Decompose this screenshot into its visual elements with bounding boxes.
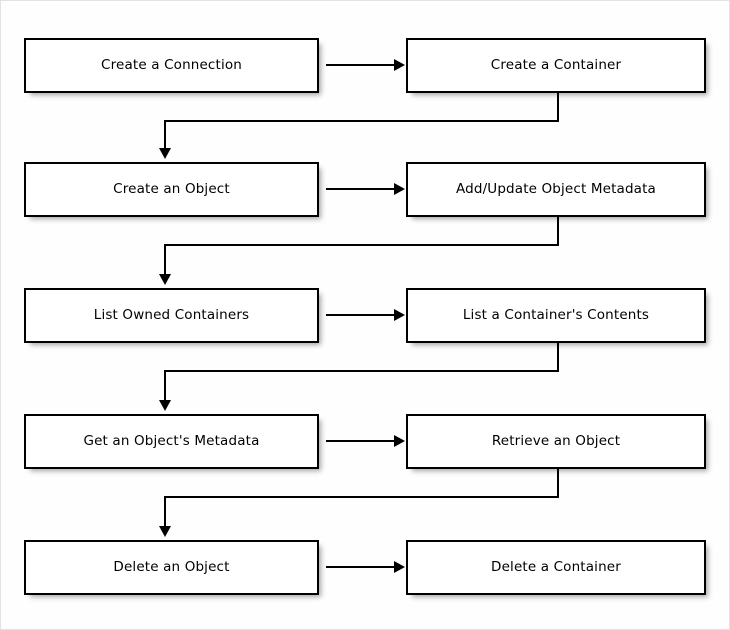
- connector-descend-n3: [164, 120, 166, 148]
- arrowhead-n1-n2: [394, 59, 405, 71]
- connector-descend-n5: [164, 244, 166, 274]
- node-label: List a Container's Contents: [462, 306, 650, 323]
- connector-line-n3-n4: [326, 188, 400, 190]
- node-list-owned-containers[interactable]: List Owned Containers: [24, 288, 319, 343]
- node-create-an-object[interactable]: Create an Object: [24, 162, 319, 217]
- node-create-a-connection[interactable]: Create a Connection: [24, 38, 319, 93]
- arrowhead-n4-n5: [159, 274, 171, 285]
- connector-drop-n6: [557, 343, 559, 372]
- node-label: Create a Connection: [101, 56, 242, 73]
- node-label: Delete a Container: [491, 558, 621, 575]
- arrowhead-n8-n9: [159, 526, 171, 537]
- connector-drop-n8: [557, 469, 559, 498]
- arrowhead-n3-n4: [394, 183, 405, 195]
- arrowhead-n9-n10: [394, 561, 405, 573]
- node-label: List Owned Containers: [93, 306, 250, 323]
- node-create-a-container[interactable]: Create a Container: [406, 38, 706, 93]
- node-label: Add/Update Object Metadata: [456, 180, 656, 197]
- connector-span-n6-n7: [164, 370, 559, 372]
- connector-span-n8-n9: [164, 496, 559, 498]
- connector-line-n1-n2: [326, 64, 400, 66]
- node-label: Create an Object: [113, 180, 230, 197]
- connector-span-n2-n3: [164, 120, 559, 122]
- node-label: Retrieve an Object: [491, 432, 621, 449]
- connector-line-n5-n6: [326, 314, 400, 316]
- arrowhead-n2-n3: [159, 148, 171, 159]
- node-label: Create a Container: [490, 56, 622, 73]
- node-get-an-objects-metadata[interactable]: Get an Object's Metadata: [24, 414, 319, 469]
- node-label: Get an Object's Metadata: [83, 432, 260, 449]
- connector-drop-n2: [557, 93, 559, 122]
- connector-descend-n9: [164, 496, 166, 526]
- node-add-update-object-metadata[interactable]: Add/Update Object Metadata: [406, 162, 706, 217]
- connector-descend-n7: [164, 370, 166, 400]
- arrowhead-n6-n7: [159, 400, 171, 411]
- node-label: Delete an Object: [113, 558, 230, 575]
- node-delete-a-container[interactable]: Delete a Container: [406, 540, 706, 595]
- node-delete-an-object[interactable]: Delete an Object: [24, 540, 319, 595]
- connector-drop-n4: [557, 217, 559, 246]
- arrowhead-n5-n6: [394, 309, 405, 321]
- connector-line-n9-n10: [326, 566, 400, 568]
- node-retrieve-an-object[interactable]: Retrieve an Object: [406, 414, 706, 469]
- arrowhead-n7-n8: [394, 435, 405, 447]
- connector-span-n4-n5: [164, 244, 559, 246]
- connector-line-n7-n8: [326, 440, 400, 442]
- node-list-a-containers-contents[interactable]: List a Container's Contents: [406, 288, 706, 343]
